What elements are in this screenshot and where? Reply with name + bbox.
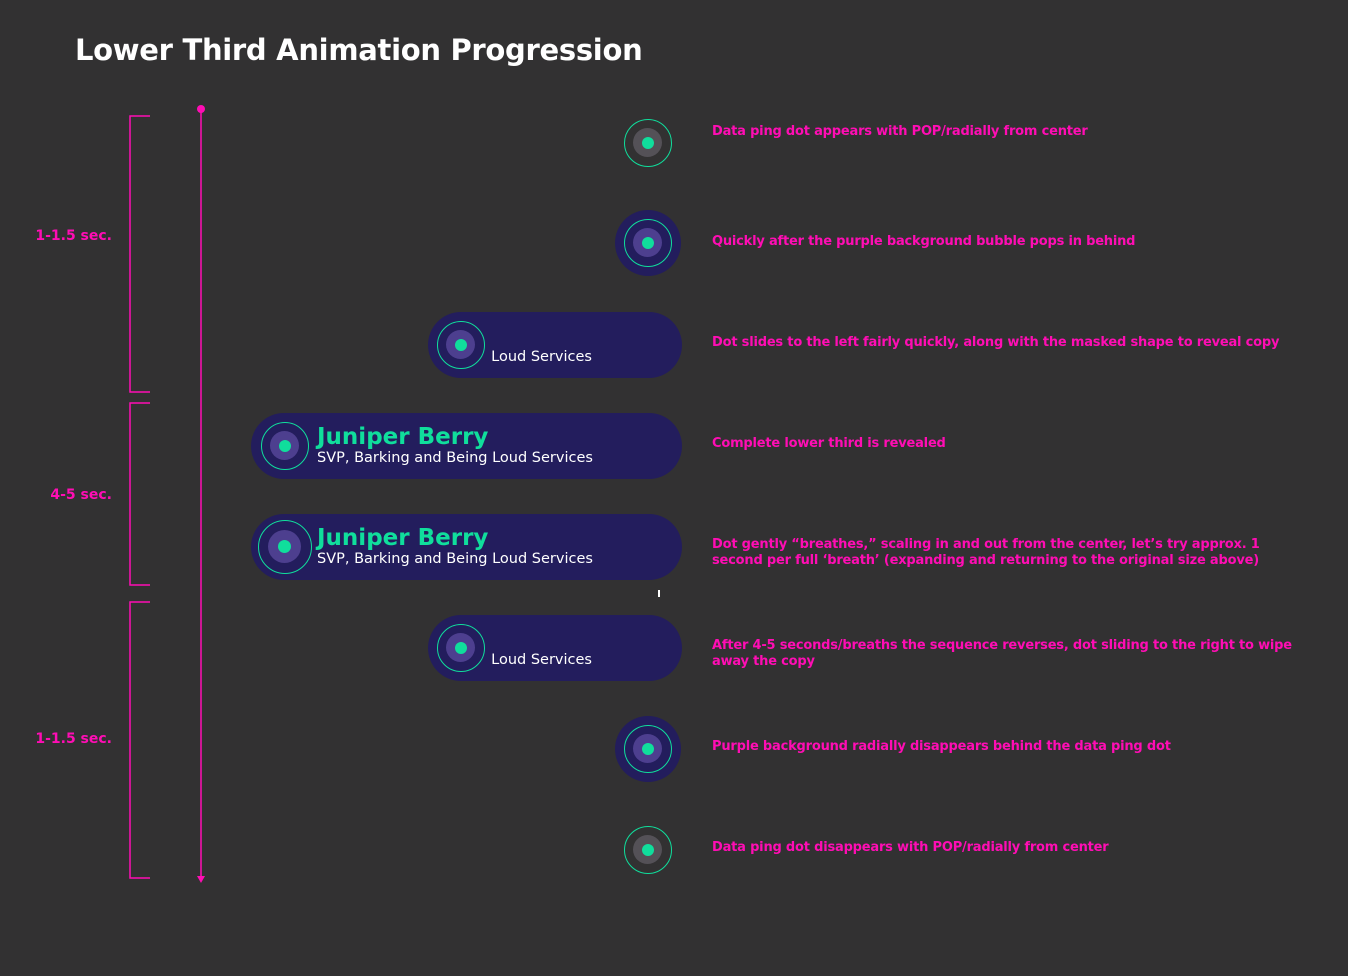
step-1-description: Data ping dot appears with POP/radially … <box>712 124 1088 139</box>
step-8-description: Data ping dot disappears with POP/radial… <box>712 840 1109 855</box>
ping-dot-step-1 <box>624 119 672 167</box>
step-2-description: Quickly after the purple background bubb… <box>712 234 1136 249</box>
dot-core <box>455 642 467 654</box>
lower-third-pill-step-5 <box>251 514 682 580</box>
timeline-arrowhead <box>197 876 205 883</box>
ping-dot-step-2 <box>624 219 672 267</box>
dot-core <box>279 440 291 452</box>
step-3-description: Dot slides to the left fairly quickly, a… <box>712 335 1280 350</box>
role-mask-step-6: SVP, Barking and Being Loud Services <box>490 650 670 672</box>
dot-core <box>278 540 291 553</box>
bracket-label-3: 1-1.5 sec. <box>35 731 112 747</box>
bracket-label-1: 1-1.5 sec. <box>35 228 112 244</box>
ping-dot-step-7 <box>624 725 672 773</box>
lower-third-role-partial: SVP, Barking and Being Loud Services <box>490 652 592 668</box>
lower-third-role: SVP, Barking and Being Loud Services <box>317 450 593 466</box>
dot-core <box>642 844 654 856</box>
dot-core <box>455 339 467 351</box>
ping-dot-breathing <box>258 520 312 574</box>
ping-dot-step-3 <box>437 321 485 369</box>
dot-core <box>642 743 654 755</box>
bracket-1 <box>129 115 150 393</box>
ping-dot-step-6 <box>437 624 485 672</box>
step-4-description: Complete lower third is revealed <box>712 436 946 451</box>
bracket-2 <box>129 402 150 586</box>
lower-third-role-partial: SVP, Barking and Being Loud Services <box>490 349 592 365</box>
small-tick-mark <box>658 590 660 597</box>
ping-dot-step-4 <box>261 422 309 470</box>
lower-third-name: Juniper Berry <box>317 525 489 551</box>
step-7-description: Purple background radially disappears be… <box>712 739 1171 754</box>
lower-third-role: SVP, Barking and Being Loud Services <box>317 551 593 567</box>
bracket-3 <box>129 601 150 879</box>
lower-third-pill-step-4 <box>251 413 682 479</box>
dot-core <box>642 137 654 149</box>
dot-core <box>642 237 654 249</box>
step-6-description: After 4-5 seconds/breaths the sequence r… <box>712 638 1292 669</box>
page-title: Lower Third Animation Progression <box>75 33 643 67</box>
step-5-description: Dot gently “breathes,” scaling in and ou… <box>712 537 1260 568</box>
bracket-label-2: 4-5 sec. <box>50 487 112 503</box>
lower-third-name: Juniper Berry <box>317 424 489 450</box>
role-mask-step-3: SVP, Barking and Being Loud Services <box>490 347 670 369</box>
ping-dot-step-8 <box>624 826 672 874</box>
timeline-arrow <box>197 105 205 883</box>
